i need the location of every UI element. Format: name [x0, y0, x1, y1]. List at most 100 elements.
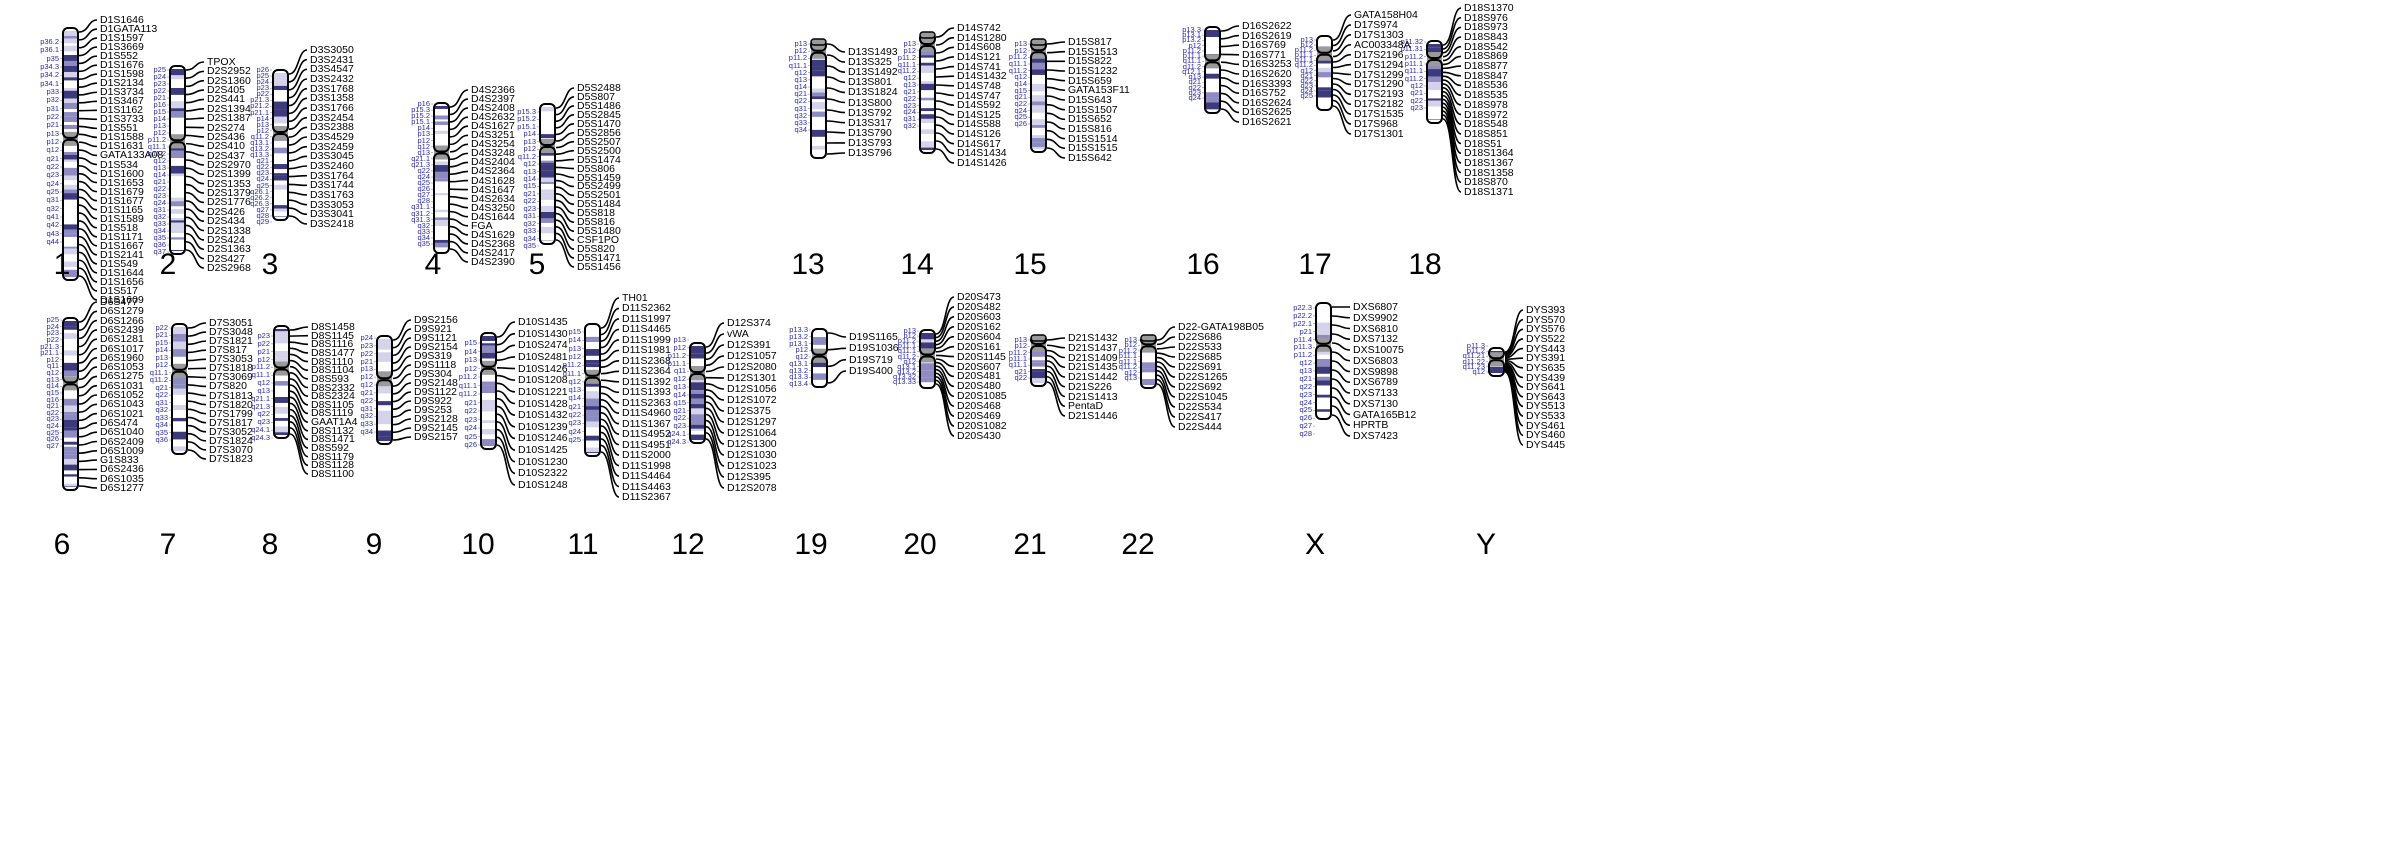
marker-connector [1442, 65, 1462, 70]
marker-label: D6S1052 [100, 389, 144, 401]
marker-label: D5S2488 [577, 82, 621, 94]
chromosome-band [585, 416, 600, 422]
chromosome-band [1427, 47, 1442, 55]
band-label: q13 [153, 163, 166, 172]
band-label: q11.2 [250, 131, 269, 141]
chromosome-band [690, 404, 705, 409]
band-label: q12 [523, 159, 536, 169]
marker-label: D11S1997 [622, 312, 671, 325]
marker-label: D17S1535 [1354, 108, 1404, 121]
marker-connector [78, 338, 98, 356]
band-label: q11.2 [147, 149, 166, 158]
band-label: q11.2 [1182, 61, 1201, 71]
marker-connector [187, 331, 207, 337]
marker-label: D15S1232 [1068, 65, 1118, 77]
chromosome-band [170, 165, 185, 174]
band-label: q15 [46, 387, 59, 397]
marker-connector [935, 108, 955, 116]
chromosome-band [172, 417, 187, 422]
marker-label: D3S4529 [310, 131, 354, 143]
q-arm-outline [62, 138, 79, 281]
marker-connector [78, 259, 98, 283]
chromosome-band [1427, 64, 1442, 70]
marker-connector [392, 337, 412, 357]
band-label: q26 [1014, 119, 1027, 128]
chromosome-band [481, 439, 496, 446]
chromosome-band [690, 434, 705, 440]
marker-label: D5S1484 [577, 198, 621, 211]
marker-connector [449, 179, 469, 183]
marker-label: D16S3393 [1242, 77, 1292, 90]
chromosome-band [63, 88, 78, 91]
marker-connector [705, 438, 725, 489]
band-label: p12 [794, 46, 807, 56]
marker-label: D1S1679 [100, 185, 144, 198]
chromosome-band [273, 175, 288, 181]
marker-label: D8S1477 [311, 346, 355, 359]
marker-connector [1046, 77, 1066, 82]
marker-connector [288, 58, 308, 83]
marker-label: D7S3052 [209, 425, 253, 438]
marker-label: D6S1017 [100, 342, 144, 355]
chromosome-band [585, 349, 600, 356]
band-label: q21 [673, 405, 686, 415]
marker-label: D8S593 [311, 372, 349, 385]
band-label: q12 [568, 376, 581, 386]
marker-label: D7S1799 [209, 407, 253, 420]
p-arm-outline [480, 332, 497, 368]
chromosome-band [170, 111, 185, 118]
marker-label: D14S617 [957, 137, 1001, 150]
marker-connector [288, 145, 308, 154]
marker-label: D7S817 [209, 344, 247, 357]
marker-label: D9S2157 [414, 431, 458, 443]
chromosome-band [172, 327, 187, 334]
band-label: q34 [523, 233, 536, 243]
band-label: p13 [464, 355, 477, 364]
band-label: q28 [417, 196, 430, 206]
marker-label: D5S818 [577, 207, 615, 220]
chromosome-band [273, 85, 288, 91]
band-label: q21 [1014, 92, 1027, 102]
band-label: q24 [1188, 93, 1201, 102]
marker-connector [78, 157, 98, 166]
marker-label: D17S968 [1354, 118, 1398, 131]
marker-connector [187, 392, 207, 397]
chromosome-band [481, 345, 496, 353]
chromosome-number: 5 [528, 248, 546, 281]
band-label: p13 [417, 129, 430, 139]
marker-connector [288, 199, 308, 206]
band-label: q23 [46, 170, 59, 180]
q-arm-outline [689, 373, 706, 444]
band-label: q14 [1014, 79, 1027, 88]
band-label: q22 [464, 406, 477, 415]
marker-label: D16S2622 [1242, 20, 1292, 32]
marker-label: D3S1358 [310, 92, 354, 105]
band-label: p36.1 [40, 45, 59, 55]
marker-connector [392, 427, 412, 434]
marker-label: D3S2388 [310, 121, 354, 134]
chromosome-band [274, 381, 289, 386]
band-label: q11.2 [458, 389, 477, 398]
marker-label: D9S922 [414, 395, 452, 407]
marker-label: D7S3069 [209, 371, 253, 384]
marker-connector [935, 140, 955, 155]
chromosome-band [172, 338, 187, 342]
marker-label: D12S1056 [727, 383, 777, 395]
marker-connector [1332, 24, 1352, 47]
marker-label: D10S1425 [518, 444, 568, 457]
marker-connector [78, 28, 98, 41]
chromosome-number: 15 [1013, 248, 1047, 281]
marker-label: D13S792 [848, 106, 892, 119]
band-label: p22 [46, 334, 59, 344]
chromosome-band [63, 103, 78, 110]
band-label: p11.2 [1008, 52, 1027, 62]
marker-label: D3S1764 [310, 169, 354, 182]
marker-connector [555, 173, 575, 179]
marker-connector [555, 105, 575, 122]
chromosome-band [63, 124, 78, 130]
chromosome-number: 2 [159, 248, 177, 281]
marker-connector [1442, 114, 1462, 184]
marker-connector [288, 165, 308, 170]
